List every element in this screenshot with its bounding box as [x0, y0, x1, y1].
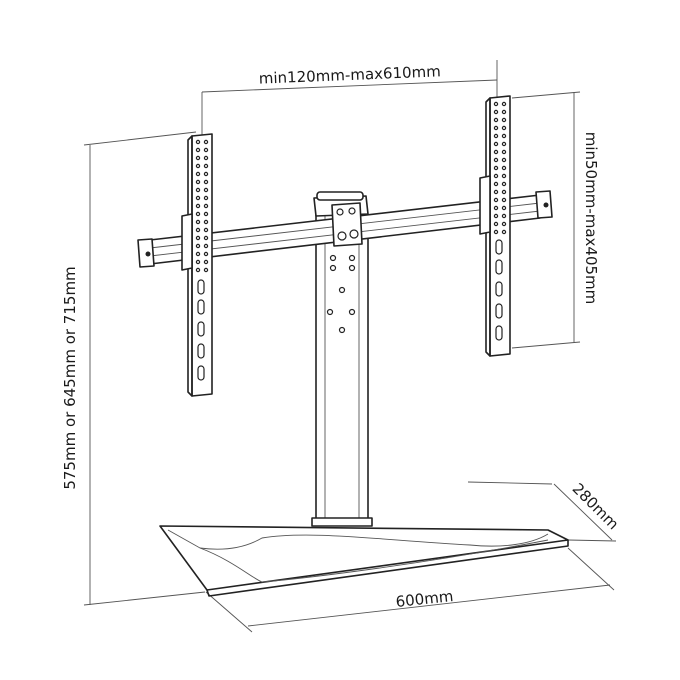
- mount-hole: [493, 109, 499, 115]
- mount-hole: [493, 205, 499, 211]
- mount-hole: [501, 197, 507, 203]
- mount-hole: [203, 211, 209, 217]
- base-width-dimension-line: [247, 584, 611, 627]
- mount-hole: [203, 235, 209, 241]
- mount-hole: [501, 125, 507, 131]
- mount-hole: [501, 181, 507, 187]
- mount-hole: [195, 139, 201, 145]
- mount-hole: [203, 155, 209, 161]
- mount-hole: [493, 117, 499, 123]
- mount-hole: [203, 195, 209, 201]
- support-column: [311, 214, 373, 527]
- mount-hole: [493, 149, 499, 155]
- mount-hole: [501, 229, 507, 235]
- mount-hole: [203, 251, 209, 257]
- mount-hole: [493, 125, 499, 131]
- mount-hole: [493, 101, 499, 107]
- mount-hole: [203, 171, 209, 177]
- mount-hole: [203, 147, 209, 153]
- width-range-label: min120mm-max610mm: [258, 62, 441, 87]
- mount-hole: [501, 117, 507, 123]
- mount-hole: [203, 187, 209, 193]
- depth-dimension-line: [553, 483, 613, 541]
- total-height-label: 575mm or 645mm or 715mm: [61, 266, 79, 489]
- mount-hole: [203, 163, 209, 169]
- mount-hole: [501, 213, 507, 219]
- mount-hole: [501, 109, 507, 115]
- mount-hole: [501, 221, 507, 227]
- mount-hole: [493, 221, 499, 227]
- mount-hole: [195, 259, 201, 265]
- mount-hole: [493, 141, 499, 147]
- mount-hole: [501, 157, 507, 163]
- mount-hole: [203, 267, 209, 273]
- mount-hole: [195, 171, 201, 177]
- mount-hole: [195, 195, 201, 201]
- width-dimension-line: [201, 79, 498, 93]
- mount-hole: [203, 139, 209, 145]
- mount-hole: [195, 203, 201, 209]
- mount-hole: [493, 229, 499, 235]
- right-vesa-arm: [479, 95, 511, 357]
- mount-hole: [493, 181, 499, 187]
- mount-hole: [501, 149, 507, 155]
- mount-hole: [195, 155, 201, 161]
- mount-hole: [493, 165, 499, 171]
- mount-hole: [195, 235, 201, 241]
- mount-hole: [501, 133, 507, 139]
- mount-hole: [203, 243, 209, 249]
- mount-hole: [203, 203, 209, 209]
- mount-hole: [493, 157, 499, 163]
- mount-hole: [501, 205, 507, 211]
- mount-hole: [501, 165, 507, 171]
- mount-hole: [195, 219, 201, 225]
- mount-hole: [493, 213, 499, 219]
- mount-hole: [203, 179, 209, 185]
- mount-hole: [195, 211, 201, 217]
- mount-hole: [493, 197, 499, 203]
- mount-hole: [195, 243, 201, 249]
- base-width-label: 600mm: [395, 587, 454, 611]
- mount-hole: [501, 101, 507, 107]
- mount-hole: [493, 189, 499, 195]
- mount-hole: [203, 227, 209, 233]
- mount-hole: [195, 251, 201, 257]
- left-vesa-arm: [181, 133, 213, 397]
- column-clamp: [313, 191, 369, 247]
- mount-hole: [195, 147, 201, 153]
- mount-hole: [195, 179, 201, 185]
- mount-hole: [195, 187, 201, 193]
- mount-hole: [493, 173, 499, 179]
- mount-hole: [195, 227, 201, 233]
- mount-hole: [501, 173, 507, 179]
- base-plate: [159, 525, 569, 597]
- mount-hole: [501, 189, 507, 195]
- dimension-lines: [83, 60, 617, 633]
- mount-hole: [493, 133, 499, 139]
- mount-hole: [203, 219, 209, 225]
- mount-hole: [501, 141, 507, 147]
- mount-hole: [195, 163, 201, 169]
- mount-hole: [195, 267, 201, 273]
- height-range-label: min50mm-max405mm: [582, 132, 600, 305]
- mount-hole: [203, 259, 209, 265]
